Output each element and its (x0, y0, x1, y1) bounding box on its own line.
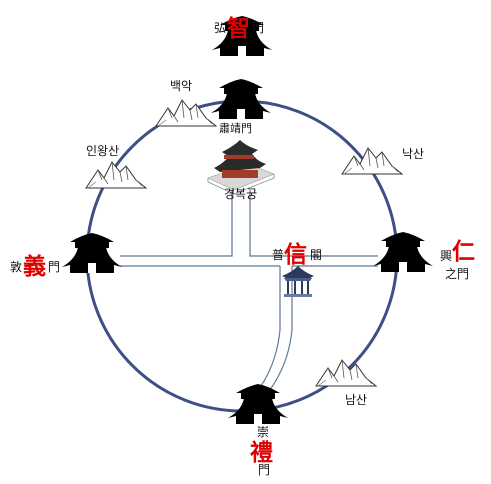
bosingak-label-pre: 普 (272, 248, 284, 262)
donuimun-label-post: 門 (48, 260, 60, 274)
gate-icon (373, 232, 433, 272)
heunginjimun-label-key: 仁 (452, 238, 475, 265)
bosingak-label-post: 閣 (310, 248, 322, 262)
gate-icon (62, 233, 122, 273)
donuimun-label-pre: 敦 (10, 259, 22, 274)
sungnyemun-label-key: 禮 (250, 439, 273, 466)
hongjimun-label-pre: 弘 (214, 21, 226, 35)
heunginjimun-label-pre: 興 (440, 249, 452, 263)
donuimun-label-key: 義 (23, 253, 46, 280)
inwangsan-label: 인왕산 (86, 144, 119, 158)
mountain-inwangsan: 인왕산 (85, 144, 147, 189)
namsan-label: 남산 (345, 393, 367, 407)
hongjimun-label-post: 門 (252, 21, 264, 35)
mountain-icon (341, 147, 403, 175)
bosingak-label-key: 信 (284, 241, 307, 268)
gate-donuimun: 敦 義 門 (10, 233, 122, 280)
mountain-baegak: 백악 (155, 79, 217, 127)
gate-hongjimun: 弘 智 門 (212, 15, 272, 56)
palace-icon (207, 140, 275, 195)
gate-icon (211, 79, 271, 119)
gate-sungnyemun: 崇 禮 門 (228, 384, 288, 477)
gate-heunginjimun: 興 仁 之門 (373, 232, 475, 281)
sukjeongmun-label: 肅靖門 (219, 122, 252, 135)
pavilion-icon (282, 266, 314, 297)
heunginjimun-label-post: 之門 (445, 267, 469, 281)
naksan-label: 낙산 (402, 147, 424, 161)
mountain-naksan: 낙산 (341, 147, 424, 175)
gate-icon (228, 384, 288, 424)
mountain-namsan: 남산 (315, 359, 377, 407)
palace-label: 경복궁 (224, 187, 257, 201)
gyeongbokgung: 경복궁 (207, 140, 275, 201)
sungnyemun-label-pre: 崇 (257, 425, 269, 439)
mountain-icon (315, 359, 377, 387)
baegak-label: 백악 (170, 79, 192, 93)
bosingak: 普 信 閣 (272, 241, 322, 297)
gate-sukjeongmun: 肅靖門 (211, 79, 271, 135)
hongjimun-label-key: 智 (227, 15, 250, 42)
sungnyemun-label-post: 門 (258, 463, 270, 477)
